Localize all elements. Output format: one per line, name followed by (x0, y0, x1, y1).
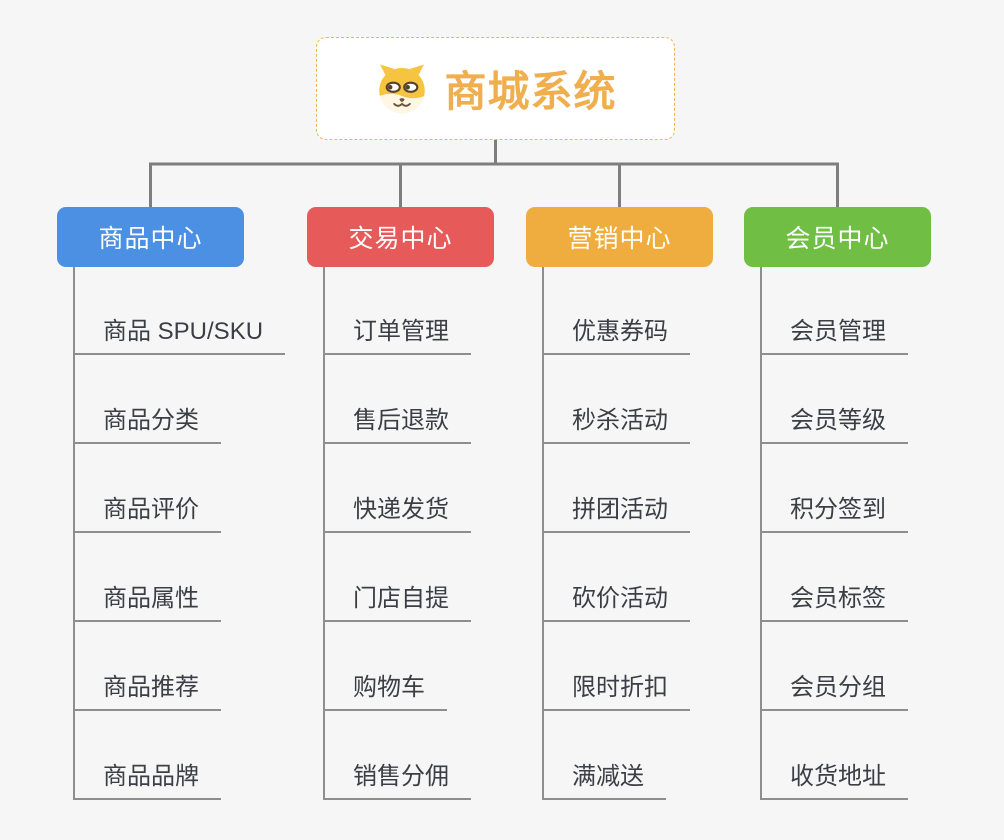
leaf-node[interactable]: 销售分佣 (323, 747, 471, 800)
leaf-label: 商品评价 (103, 496, 199, 523)
leaf-label: 订单管理 (353, 318, 449, 345)
branch-product-center: 商品中心 商品 SPU/SKU 商品分类 商品评价 商品属性 商品推荐 商品品牌 (57, 0, 317, 840)
leaf-node[interactable]: 砍价活动 (542, 569, 690, 622)
leaf-label: 商品分类 (103, 407, 199, 434)
leaf-node[interactable]: 售后退款 (323, 391, 471, 444)
branch-vertical-line (73, 267, 75, 800)
leaf-node[interactable]: 会员分组 (760, 658, 908, 711)
leaf-node[interactable]: 商品推荐 (73, 658, 221, 711)
branch-marketing-center: 营销中心 优惠券码 秒杀活动 拼团活动 砍价活动 限时折扣 满减送 (526, 0, 786, 840)
root-title: 商城系统 (444, 68, 617, 115)
branch-vertical-line (542, 267, 544, 800)
leaf-label: 秒杀活动 (572, 407, 668, 434)
leaf-node[interactable]: 商品品牌 (73, 747, 221, 800)
branch-node-product-center[interactable]: 商品中心 (57, 207, 244, 267)
leaf-label: 拼团活动 (572, 496, 668, 523)
leaf-node[interactable]: 满减送 (542, 747, 666, 800)
branch-vertical-line (323, 267, 325, 800)
branch-node-member-center[interactable]: 会员中心 (744, 207, 931, 267)
leaf-node[interactable]: 门店自提 (323, 569, 471, 622)
root-node-mall-system[interactable]: 商城系统 (316, 37, 675, 140)
leaf-node[interactable]: 商品评价 (73, 480, 221, 533)
leaf-node[interactable]: 积分签到 (760, 480, 908, 533)
leaf-label: 限时折扣 (572, 674, 668, 701)
leaf-node[interactable]: 会员管理 (760, 302, 908, 355)
leaf-label: 商品推荐 (103, 674, 199, 701)
leaf-label: 优惠券码 (572, 318, 668, 345)
branch-vertical-line (760, 267, 762, 800)
leaf-label: 商品属性 (103, 585, 199, 612)
leaf-node[interactable]: 商品 SPU/SKU (73, 302, 286, 355)
leaf-node[interactable]: 秒杀活动 (542, 391, 690, 444)
branch-node-trade-center[interactable]: 交易中心 (307, 207, 494, 267)
leaf-label: 积分签到 (790, 496, 886, 523)
leaf-label: 门店自提 (353, 585, 449, 612)
branch-trade-center: 交易中心 订单管理 售后退款 快递发货 门店自提 购物车 销售分佣 (307, 0, 567, 840)
leaf-node[interactable]: 订单管理 (323, 302, 471, 355)
leaf-label: 会员等级 (790, 407, 886, 434)
leaf-node[interactable]: 限时折扣 (542, 658, 690, 711)
leaf-label: 购物车 (353, 674, 425, 701)
leaf-label: 商品品牌 (103, 763, 199, 790)
leaf-node[interactable]: 拼团活动 (542, 480, 690, 533)
leaf-node[interactable]: 购物车 (323, 658, 447, 711)
leaf-label: 满减送 (572, 763, 644, 790)
leaf-label: 会员分组 (790, 674, 886, 701)
leaf-label: 砍价活动 (572, 585, 668, 612)
leaf-node[interactable]: 商品属性 (73, 569, 221, 622)
leaf-node[interactable]: 会员等级 (760, 391, 908, 444)
leaf-label: 会员管理 (790, 318, 886, 345)
leaf-node[interactable]: 快递发货 (323, 480, 471, 533)
leaf-label: 收货地址 (790, 763, 886, 790)
leaf-node[interactable]: 会员标签 (760, 569, 908, 622)
leaf-label: 销售分佣 (353, 763, 449, 790)
leaf-node[interactable]: 收货地址 (760, 747, 908, 800)
leaf-node[interactable]: 商品分类 (73, 391, 221, 444)
shiba-dog-icon (374, 61, 430, 117)
leaf-label: 商品 SPU/SKU (103, 318, 264, 345)
leaf-label: 售后退款 (353, 407, 449, 434)
branch-member-center: 会员中心 会员管理 会员等级 积分签到 会员标签 会员分组 收货地址 (744, 0, 1004, 840)
leaf-label: 会员标签 (790, 585, 886, 612)
leaf-node[interactable]: 优惠券码 (542, 302, 690, 355)
leaf-label: 快递发货 (353, 496, 449, 523)
branch-node-marketing-center[interactable]: 营销中心 (526, 207, 713, 267)
